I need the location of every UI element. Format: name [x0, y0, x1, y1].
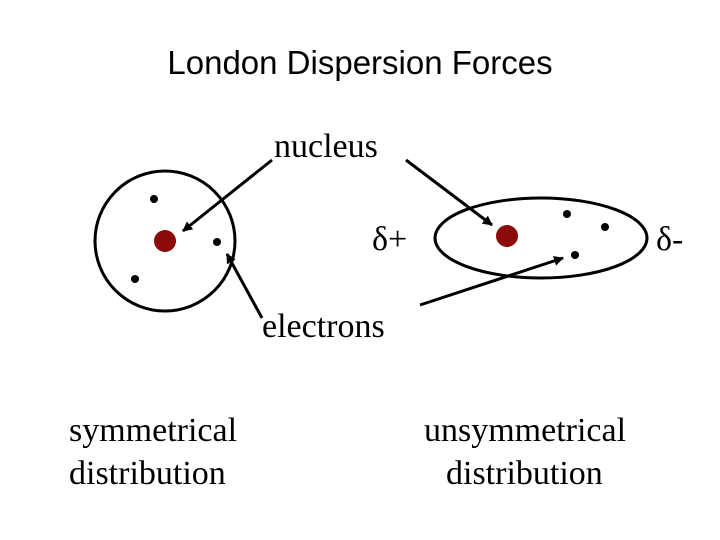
arrow-nucleus-left	[182, 158, 273, 233]
nucleus-left	[154, 230, 176, 252]
electron-dot	[571, 251, 579, 259]
symmetrical-atom	[93, 169, 237, 313]
page-title: London Dispersion Forces	[167, 44, 553, 81]
arrow-electrons-right	[419, 256, 564, 307]
delta-plus-label: δ+	[372, 221, 407, 258]
electron-dot	[150, 195, 158, 203]
caption-left-line2: distribution	[69, 455, 226, 492]
caption-right-line2: distribution	[446, 455, 603, 492]
caption-left-line1: symmetrical	[69, 412, 237, 449]
electrons-label: electrons	[262, 308, 385, 345]
electron-dot	[601, 223, 609, 231]
caption-right-line1: unsymmetrical	[424, 412, 626, 449]
unsymmetrical-atom	[433, 196, 649, 280]
electron-dot	[563, 210, 571, 218]
electron-cloud-round	[93, 169, 237, 313]
electron-dot	[131, 275, 139, 283]
nucleus-label: nucleus	[274, 128, 378, 165]
electron-dot	[213, 238, 221, 246]
electron-cloud-elongated	[433, 196, 649, 280]
delta-minus-label: δ-	[656, 221, 683, 258]
arrow-nucleus-right	[405, 158, 493, 227]
nucleus-right	[496, 225, 518, 247]
arrow-electrons-left	[225, 253, 264, 319]
